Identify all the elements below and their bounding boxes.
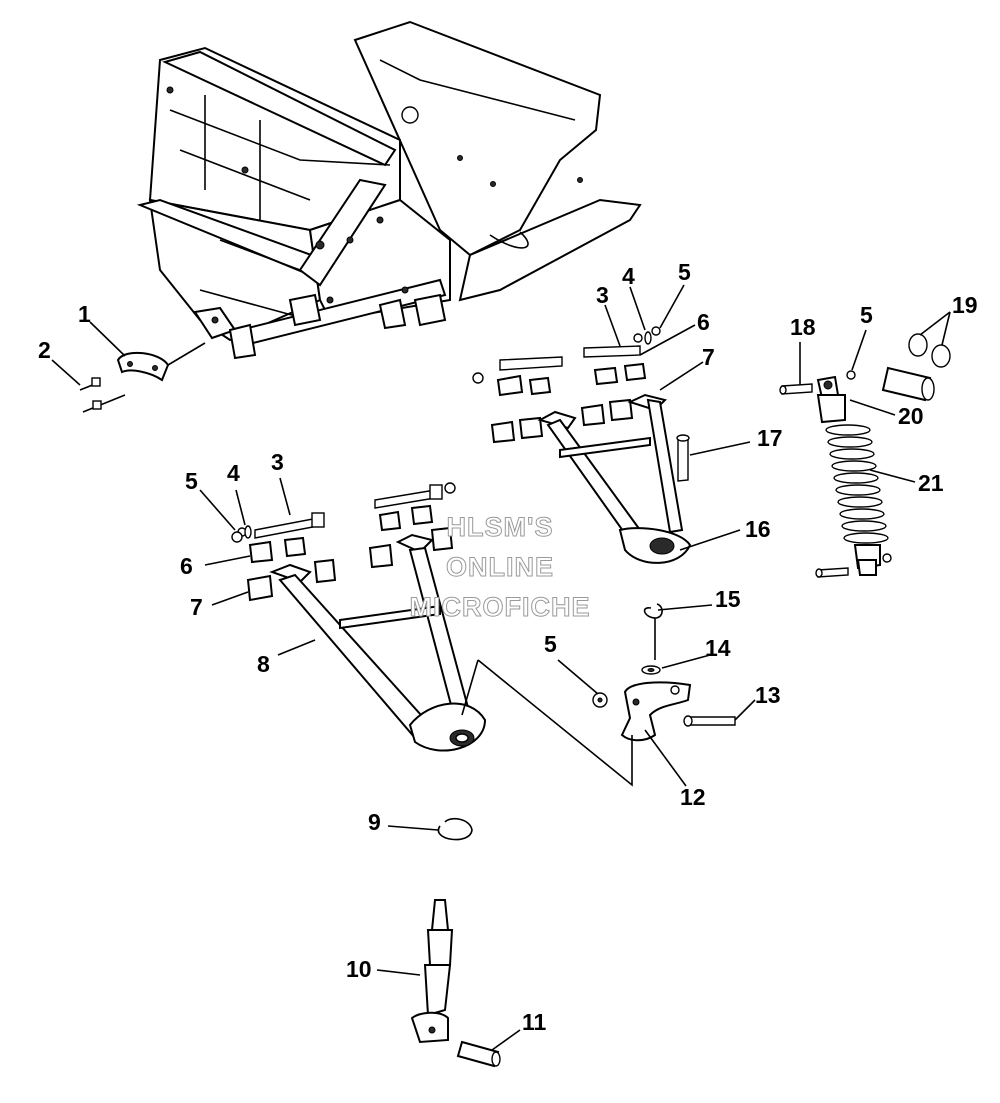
callout-15: 15 (715, 586, 741, 612)
callout-5-spindle: 5 (544, 631, 557, 657)
nut-5-left (231, 531, 243, 543)
callout-5-upper: 5 (678, 259, 691, 285)
callout-2: 2 (38, 337, 51, 363)
callout-8: 8 (257, 651, 270, 677)
callout-4-lower: 4 (227, 460, 240, 486)
nut-5-shock (846, 370, 856, 380)
shock-spring (825, 424, 889, 544)
nut-5-spindle (592, 692, 608, 708)
ski-spindle (410, 899, 454, 1044)
callout-20: 20 (898, 403, 924, 429)
washer-4-right (644, 331, 652, 345)
callout-18: 18 (790, 314, 816, 340)
callout-5-lower: 5 (185, 468, 198, 494)
lower-a-arm (237, 482, 487, 752)
bumper-pad (116, 342, 206, 382)
callout-17: 17 (757, 425, 783, 451)
callout-10: 10 (346, 956, 372, 982)
spindle (461, 659, 692, 787)
callout-7-upper: 7 (702, 344, 715, 370)
callout-11: 11 (522, 1009, 547, 1035)
leader-lines (51, 284, 951, 1051)
snap-ring (437, 817, 473, 841)
shock-sleeve-20 (881, 366, 935, 402)
bolt-18 (779, 383, 813, 395)
callout-14: 14 (705, 635, 731, 661)
watermark-line-3: MICROFICHE (410, 592, 591, 622)
callout-4-upper: 4 (622, 263, 635, 289)
callout-16: 16 (745, 516, 771, 542)
callout-21: 21 (918, 470, 944, 496)
callout-5-shock: 5 (860, 302, 873, 328)
callout-1: 1 (78, 301, 91, 327)
bolt-lower-shock (815, 567, 849, 578)
washer-14 (641, 665, 661, 675)
watermark: HLSM'S ONLINE MICROFICHE (409, 512, 591, 623)
callout-12: 12 (680, 784, 706, 810)
callout-6-upper: 6 (697, 309, 710, 335)
watermark-line-1: HLSM'S (447, 512, 554, 542)
bushing-11 (456, 1040, 501, 1068)
callout-9: 9 (368, 809, 381, 835)
screws (79, 377, 126, 413)
chassis-frame (136, 20, 642, 360)
callout-3-upper: 3 (596, 282, 609, 308)
callout-numbers: 1 2 3 4 5 6 7 17 16 18 5 19 20 21 5 4 3 … (38, 259, 978, 1035)
clip-15 (643, 603, 663, 660)
callout-19: 19 (952, 292, 978, 318)
upper-a-arm (472, 333, 692, 564)
nut-5-right (651, 326, 661, 336)
pin-17 (676, 434, 690, 482)
bolt-13 (683, 715, 736, 727)
callout-7-lower: 7 (190, 594, 203, 620)
rings-19 (908, 333, 951, 368)
shock-absorber (816, 375, 892, 576)
callout-13: 13 (755, 682, 781, 708)
washer-4-left (244, 525, 252, 539)
callout-6-lower: 6 (180, 553, 193, 579)
watermark-line-2: ONLINE (446, 552, 554, 582)
callout-3-lower: 3 (271, 449, 284, 475)
